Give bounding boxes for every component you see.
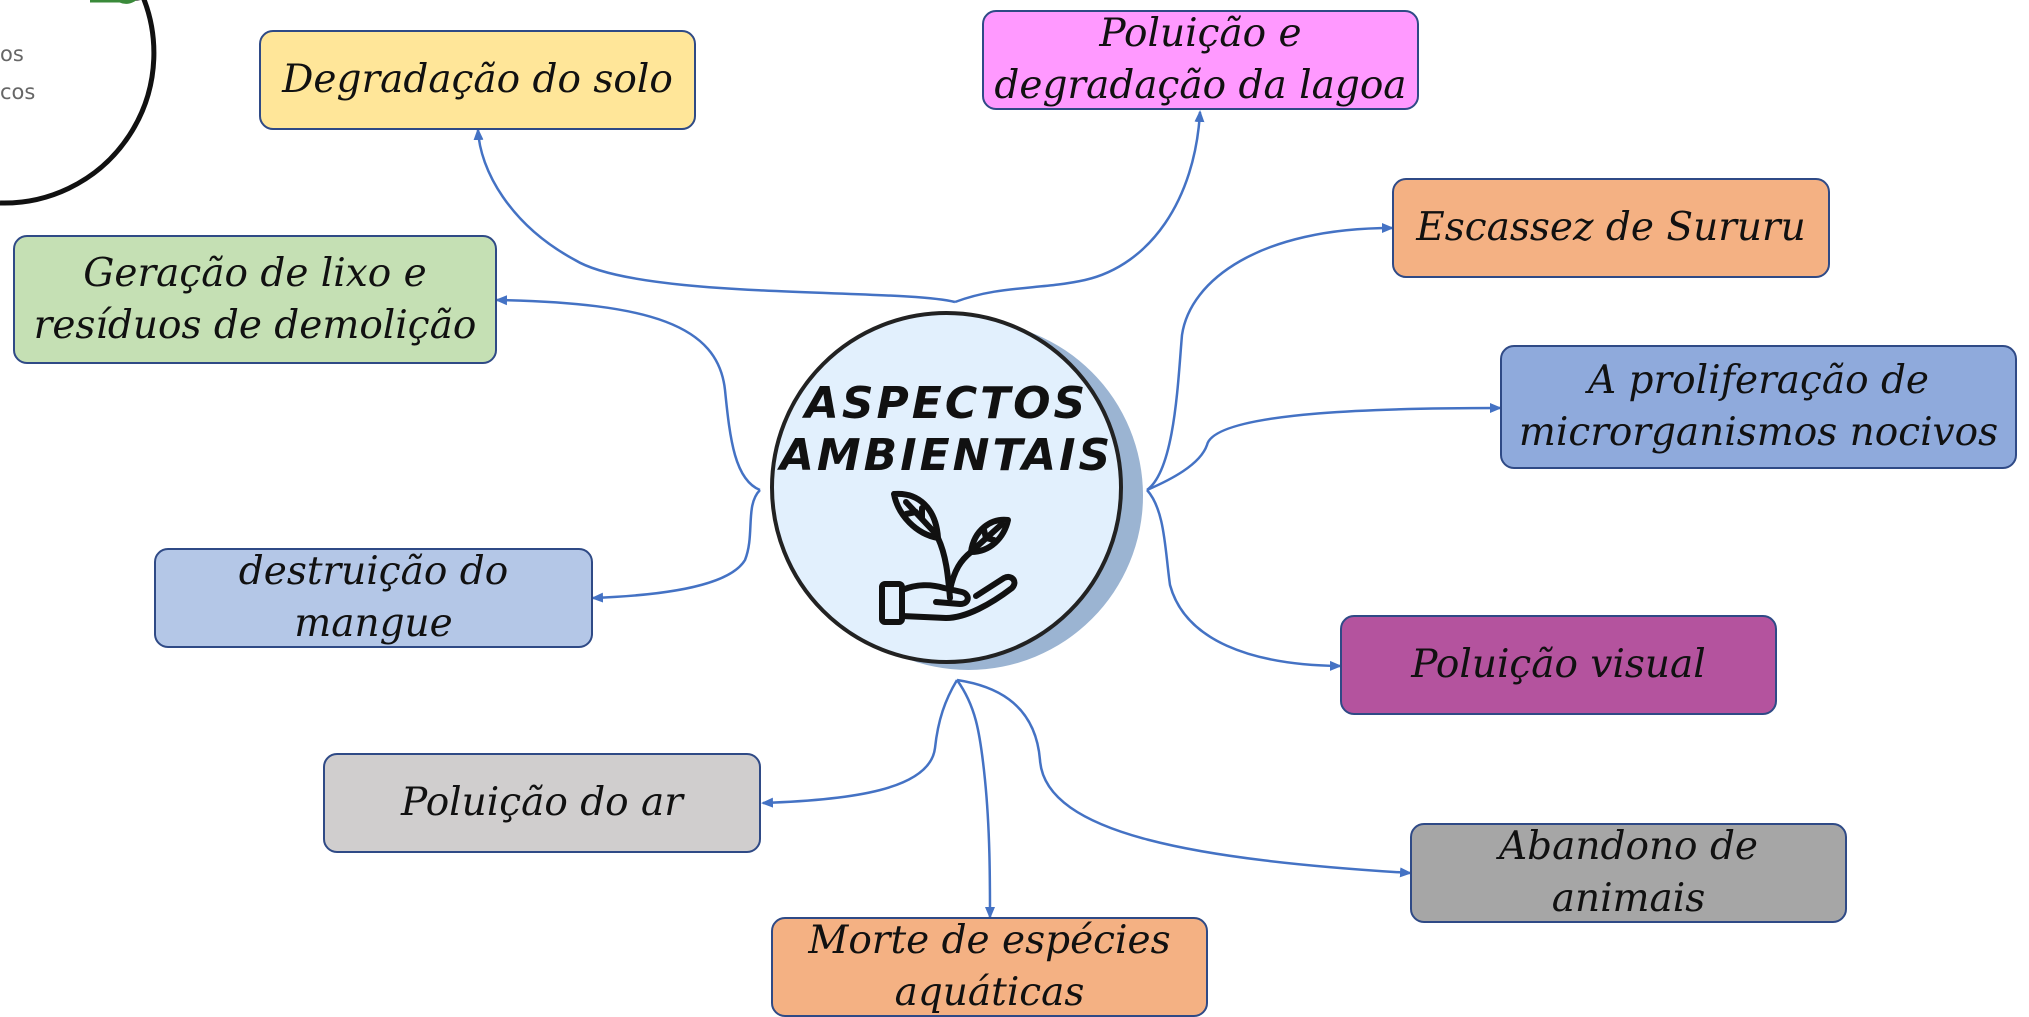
node-escassez-sururu[interactable]: Escassez de Sururu — [1392, 178, 1830, 278]
node-geracao-lixo[interactable]: Geração de lixo e resíduos de demolição — [13, 235, 497, 364]
edge-escassez-sururu — [1146, 223, 1394, 492]
node-poluicao-ar[interactable]: Poluição do ar — [323, 753, 761, 853]
node-label: Poluição do ar — [401, 780, 683, 825]
edge-poluicao-ar — [761, 679, 959, 808]
node-label: Degradação do solo — [282, 57, 673, 102]
node-label: Morte de espécies aquáticas — [808, 918, 1171, 1015]
edge-poluicao-visual — [1146, 489, 1342, 671]
node-morte-especies[interactable]: Morte de espécies aquáticas — [771, 917, 1208, 1017]
edge-abandono — [956, 678, 1412, 878]
edge-destruicao-mangue — [591, 489, 761, 603]
node-poluicao-visual[interactable]: Poluição visual — [1340, 615, 1777, 715]
fragment-text-1: os — [0, 42, 24, 66]
central-topic-title: ASPECTOS AMBIENTAIS — [779, 378, 1114, 481]
hand-plant-icon — [879, 490, 1018, 625]
node-label: destruição do mangue — [238, 549, 509, 646]
node-label: Poluição visual — [1411, 642, 1706, 687]
node-degradacao-solo[interactable]: Degradação do solo — [259, 30, 696, 130]
node-poluicao-lagoa[interactable]: Poluição e degradação da lagoa — [982, 10, 1419, 110]
node-label: Geração de lixo e resíduos de demolição — [33, 250, 477, 348]
partial-circle-fragment — [0, 0, 157, 206]
node-label: Poluição e degradação da lagoa — [994, 11, 1407, 108]
node-label: Escassez de Sururu — [1416, 205, 1806, 250]
node-label: A proliferação de microrganismos nocivos — [1518, 358, 1999, 455]
node-abandono-animais[interactable]: Abandono de animais — [1410, 823, 1847, 923]
node-label: Abandono de animais — [1499, 824, 1758, 921]
node-destruicao-mangue[interactable]: destruição do mangue — [154, 548, 593, 648]
node-proliferacao-microrganismos[interactable]: A proliferação de microrganismos nocivos — [1500, 345, 2017, 469]
edge-degradacao-solo — [473, 128, 956, 304]
edge-geracao-lixo — [495, 295, 761, 492]
edge-poluicao-lagoa — [954, 110, 1205, 304]
edge-proliferacao — [1146, 403, 1502, 492]
edge-morte-especies — [955, 679, 995, 919]
fragment-text-2: cos — [0, 80, 36, 104]
